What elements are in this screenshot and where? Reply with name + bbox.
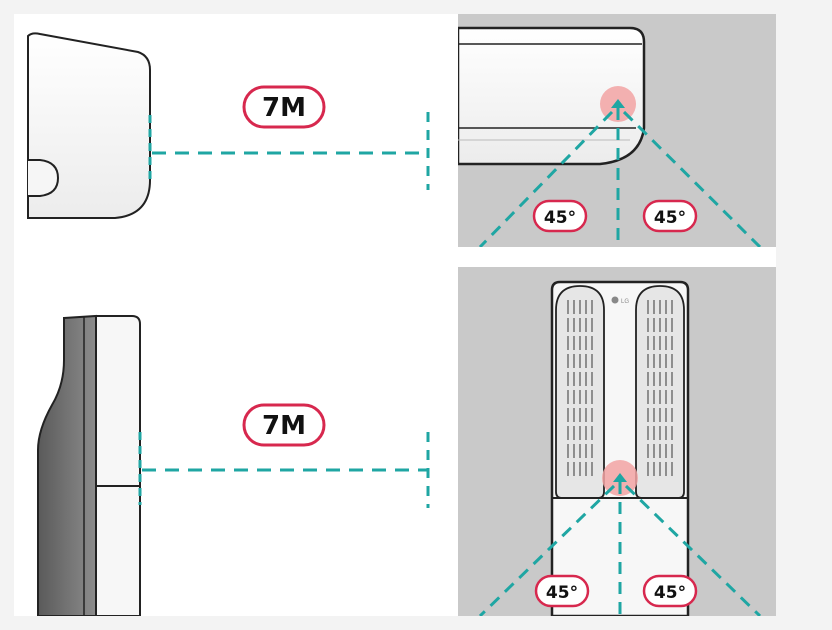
angle-badge-top-right: 45° bbox=[642, 199, 698, 233]
vent-grille-right bbox=[647, 300, 673, 480]
brand-logo-text: LG bbox=[621, 299, 629, 305]
sensor-arrow-icon-bottom bbox=[613, 473, 627, 482]
angle-label-bottom-right: 45° bbox=[654, 583, 686, 603]
angle-label-top-left: 45° bbox=[544, 208, 576, 228]
distance-line-top bbox=[152, 112, 430, 190]
vent-grille-left bbox=[567, 300, 593, 480]
sensor-arrow-icon-top bbox=[611, 99, 625, 108]
angle-label-bottom-left: 45° bbox=[546, 583, 578, 603]
angle-label-top-right: 45° bbox=[654, 208, 686, 228]
distance-badge-top: 7M bbox=[242, 85, 326, 129]
floor-unit-front-panel: LG 45° 45° bbox=[458, 267, 776, 616]
wall-unit-side-view bbox=[27, 32, 152, 219]
angle-badge-bottom-right: 45° bbox=[642, 574, 698, 608]
floor-unit-side-view bbox=[37, 314, 142, 616]
distance-label-bottom: 7M bbox=[262, 411, 306, 441]
distance-badge-bottom: 7M bbox=[242, 403, 326, 447]
angle-badge-top-left: 45° bbox=[532, 199, 588, 233]
brand-logo-icon bbox=[611, 296, 619, 304]
wall-unit-front-panel: 45° 45° bbox=[458, 14, 776, 247]
angle-badge-bottom-left: 45° bbox=[534, 574, 590, 608]
distance-label-top: 7M bbox=[262, 93, 306, 123]
distance-line-bottom bbox=[142, 432, 430, 508]
